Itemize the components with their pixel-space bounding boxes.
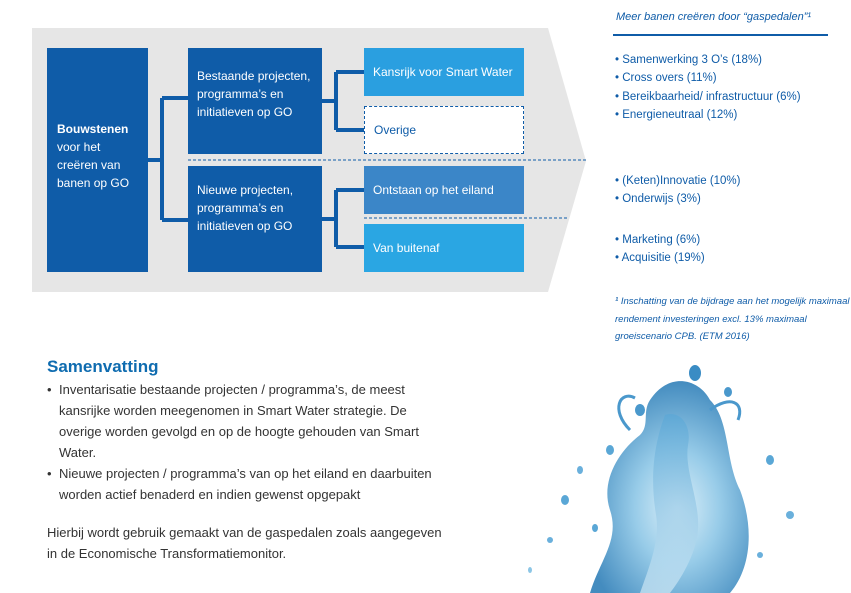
list-item: Energieneutraal (12%)	[615, 106, 801, 124]
promising-box: Kansrijk voor Smart Water	[364, 48, 524, 96]
list-item: Acquisitie (19%)	[615, 249, 705, 267]
summary-closing: Hierbij wordt gebruik gemaakt van de gas…	[47, 525, 442, 561]
list-item: Bereikbaarheid/ infrastructuur (6%)	[615, 88, 800, 106]
other-box: Overige	[364, 106, 524, 154]
side-panel-rule	[613, 34, 828, 36]
building-blocks-title: Bouwstenen	[57, 122, 129, 136]
accelerator-list-3: Marketing (6%) Acquisitie (19%)	[615, 231, 705, 268]
footnote: ¹ Inschatting van de bijdrage aan het mo…	[615, 293, 851, 346]
building-blocks-box: Bouwstenen voor het creëren van banen op…	[47, 48, 148, 272]
footnote-marker: ¹	[615, 296, 619, 307]
new-projects-box: Nieuwe projecten, programma’s en initiat…	[188, 166, 322, 272]
water-splash-image	[528, 365, 794, 593]
list-item: Onderwijs (3%)	[615, 190, 741, 208]
list-item: (Keten)Innovatie (10%)	[615, 172, 740, 190]
existing-projects-box: Bestaande projecten, programma’s en init…	[188, 48, 322, 154]
building-blocks-text: voor het creëren van banen op GO	[57, 140, 130, 190]
summary-bullet: Inventarisatie bestaande projecten / pro…	[47, 379, 447, 463]
list-item: Cross overs (11%)	[615, 69, 801, 87]
list-item: Samenwerking 3 O’s (18%)	[615, 51, 801, 69]
summary-bullet: Nieuwe projecten / programma’s van op he…	[47, 463, 447, 505]
side-panel-title: Meer banen creëren door “gaspedalen”¹	[616, 11, 812, 23]
accelerator-list-2: (Keten)Innovatie (10%) Onderwijs (3%)	[615, 172, 741, 209]
footnote-text: Inschatting van de bijdrage aan het moge…	[615, 296, 850, 342]
summary-list: Inventarisatie bestaande projecten / pro…	[47, 379, 447, 505]
summary-title: Samenvatting	[47, 357, 159, 376]
connector-lines	[148, 70, 364, 249]
accelerator-list-1: Samenwerking 3 O’s (18%) Cross overs (11…	[615, 51, 801, 124]
list-item: Marketing (6%)	[615, 231, 705, 249]
external-origin-box: Van buitenaf	[364, 224, 524, 272]
island-origin-box: Ontstaan op het eiland	[364, 166, 524, 214]
